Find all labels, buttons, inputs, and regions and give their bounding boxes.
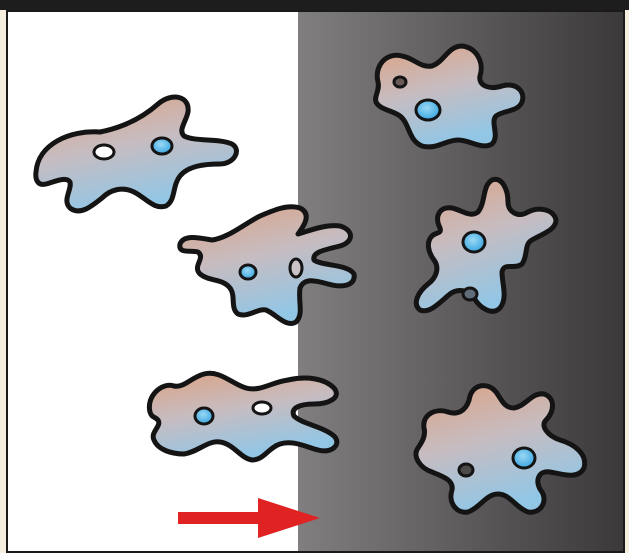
amoeba-diagram	[8, 12, 625, 553]
cropped-header-strip	[0, 0, 629, 10]
diagram-frame	[6, 10, 625, 553]
